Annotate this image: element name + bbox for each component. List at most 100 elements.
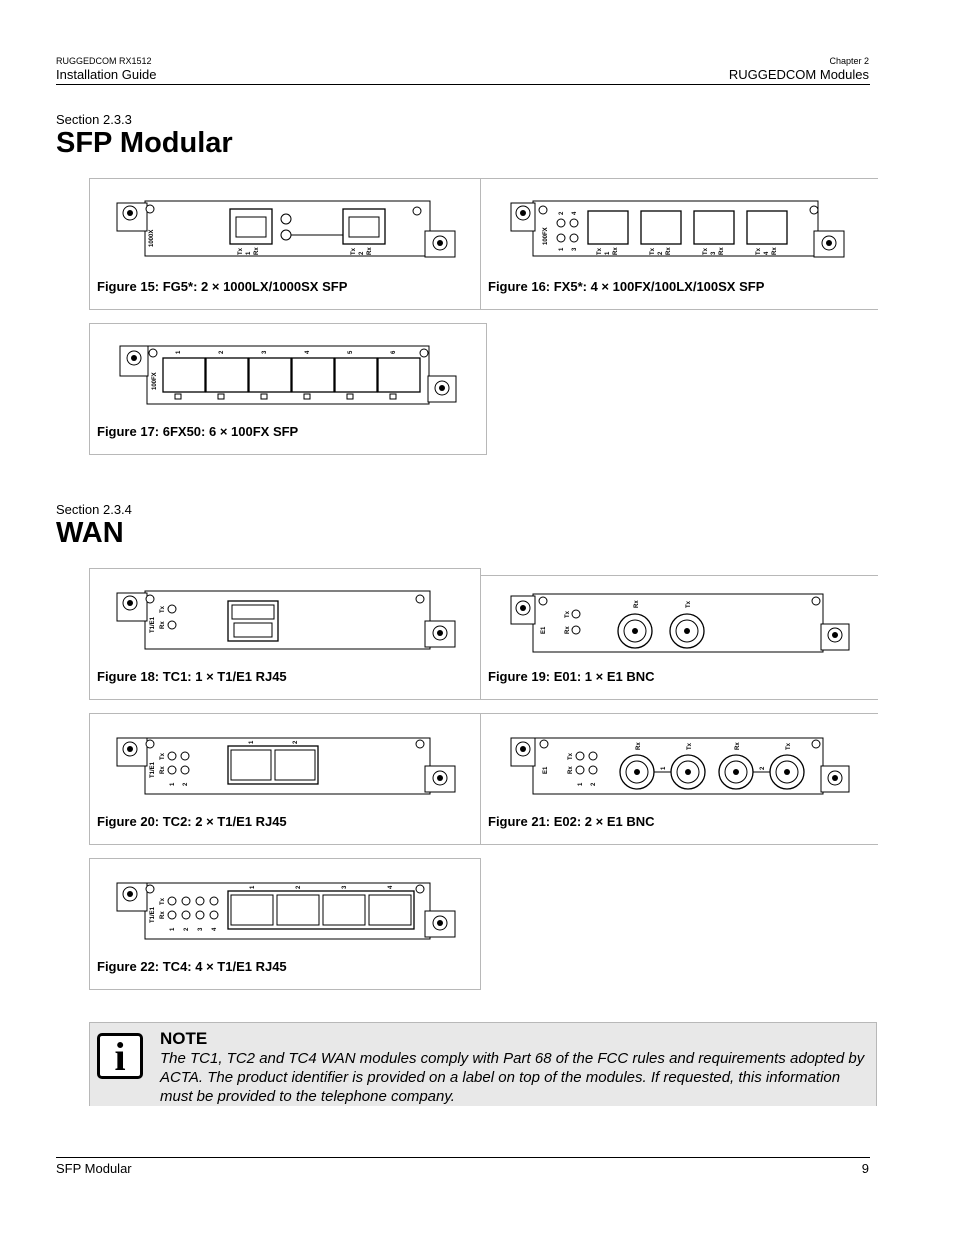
port-number-label: 1 — [249, 740, 255, 744]
tc1-module-drawing: T1/E1 Tx Rx — [116, 590, 456, 650]
bnc-pair-label: 2 — [760, 766, 766, 770]
connector-rx-label: Rx — [636, 742, 642, 750]
figure-19: E1 Tx Rx Rx Tx Figure 19: E01: 1 × E1 BN… — [480, 575, 878, 700]
port-tx-label: Tx — [238, 247, 244, 255]
module-label: E1 — [543, 766, 549, 774]
port-tx-label: Tx — [597, 247, 603, 255]
port-number-label: 2 — [296, 885, 302, 889]
port-number-label: 6 — [391, 350, 397, 354]
fg5-module-drawing: 1000X Tx 1 Rx Tx 2 Rx — [116, 200, 456, 258]
port-number-label: 3 — [262, 350, 268, 354]
connector-tx-label: Tx — [786, 742, 792, 750]
bnc-pair-label: 1 — [661, 766, 667, 770]
note-title: NOTE — [160, 1029, 208, 1048]
e02-module-drawing: E1 Tx Rx 1 2 Rx Tx Rx Tx 1 2 — [510, 737, 850, 795]
figure-caption: Figure 19: E01: 1 × E1 BNC — [488, 669, 655, 684]
port-number-label: 2 — [219, 350, 225, 354]
footer-rule — [56, 1157, 870, 1158]
figure-caption: Figure 17: 6FX50: 6 × 100FX SFP — [97, 424, 299, 439]
led-tx-label: Tx — [160, 752, 166, 760]
port-tx-label: Tx — [650, 247, 656, 255]
led-number-label: 4 — [212, 927, 218, 931]
port-number-label: 4 — [388, 885, 394, 889]
module-label: 1000X — [149, 230, 155, 247]
tc2-module-drawing: T1/E1 Tx Rx 1 2 1 2 — [116, 737, 456, 795]
led-number-label: 2 — [184, 927, 190, 931]
header-product: RUGGEDCOM RX1512 — [56, 56, 152, 66]
led-rx-label: Rx — [160, 621, 166, 629]
led-number-label: 3 — [198, 927, 204, 931]
module-label: T1/E1 — [150, 906, 156, 923]
header-guide: Installation Guide — [56, 67, 157, 82]
led-tx-label: Tx — [160, 897, 166, 905]
figure-21: E1 Tx Rx 1 2 Rx Tx Rx Tx 1 2 Figure 21: … — [480, 713, 878, 845]
e01-module-drawing: E1 Tx Rx Rx Tx — [510, 593, 850, 653]
led-number-label: 1 — [578, 782, 584, 786]
fx5-module-drawing: 100FX 2 4 1 3 Tx 1 Rx Tx 2 Rx Tx 3 Rx Tx… — [510, 200, 845, 258]
page-number: 9 — [861, 1161, 869, 1176]
module-label: T1/E1 — [150, 761, 156, 778]
port-tx-label: Tx — [351, 247, 357, 255]
led-number-label: 1 — [170, 927, 176, 931]
figure-17: 100FX 1 2 3 4 5 6 Figure 17: 6FX50: 6 × … — [89, 323, 487, 455]
port-rx-label: Rx — [613, 247, 619, 255]
figure-caption: Figure 20: TC2: 2 × T1/E1 RJ45 — [97, 814, 287, 829]
note-text: The TC1, TC2 and TC4 WAN modules comply … — [160, 1050, 865, 1105]
led-number-label: 2 — [183, 782, 189, 786]
header-chapter: Chapter 2 — [829, 56, 869, 66]
figure-caption: Figure 16: FX5*: 4 × 100FX/100LX/100SX S… — [488, 279, 765, 294]
port-number-label: 2 — [293, 740, 299, 744]
port-rx-label: Rx — [772, 247, 778, 255]
port-rx-label: Rx — [719, 247, 725, 255]
port-rx-label: Rx — [254, 247, 260, 255]
figure-caption: Figure 21: E02: 2 × E1 BNC — [488, 814, 655, 829]
port-rx-label: Rx — [666, 247, 672, 255]
port-number-label: 4 — [764, 251, 770, 255]
section-label: Section 2.3.4 — [56, 502, 132, 517]
led-number-label: 3 — [572, 247, 578, 251]
port-rx-label: Rx — [367, 247, 373, 255]
port-number-label: 4 — [305, 350, 311, 354]
led-tx-label: Tx — [565, 610, 571, 618]
connector-rx-label: Rx — [735, 742, 741, 750]
figure-16: 100FX 2 4 1 3 Tx 1 Rx Tx 2 Rx Tx 3 Rx Tx… — [480, 178, 878, 310]
connector-rx-label: Rx — [634, 600, 640, 608]
section-label: Section 2.3.3 — [56, 112, 132, 127]
info-icon: i — [97, 1033, 143, 1079]
figure-caption: Figure 15: FG5*: 2 × 1000LX/1000SX SFP — [97, 279, 348, 294]
led-rx-label: Rx — [160, 766, 166, 774]
6fx50-module-drawing: 100FX 1 2 3 4 5 6 — [119, 345, 457, 405]
port-number-label: 1 — [250, 885, 256, 889]
module-label: 100FX — [543, 227, 549, 245]
figure-caption: Figure 18: TC1: 1 × T1/E1 RJ45 — [97, 669, 287, 684]
led-number-label: 1 — [559, 247, 565, 251]
connector-tx-label: Tx — [687, 742, 693, 750]
led-tx-label: Tx — [160, 605, 166, 613]
led-rx-label: Rx — [568, 766, 574, 774]
connector-tx-label: Tx — [686, 600, 692, 608]
figure-18: T1/E1 Tx Rx Figure 18: TC1: 1 × T1/E1 RJ… — [89, 568, 481, 700]
figure-22: T1/E1 Tx Rx 1 2 3 4 1 2 3 4 Figure 22: T… — [89, 858, 481, 990]
port-number-label: 3 — [711, 251, 717, 255]
led-rx-label: Rx — [160, 911, 166, 919]
port-tx-label: Tx — [756, 247, 762, 255]
module-label: E1 — [541, 626, 547, 634]
header-rule — [56, 84, 870, 85]
port-number-label: 5 — [348, 350, 354, 354]
port-number-label: 3 — [342, 885, 348, 889]
header-chapter-title: RUGGEDCOM Modules — [728, 67, 869, 82]
note-box: i NOTE The TC1, TC2 and TC4 WAN modules … — [89, 1022, 877, 1106]
port-number-label: 2 — [658, 251, 664, 255]
led-number-label: 2 — [559, 211, 565, 215]
port-number-label: 1 — [605, 251, 611, 255]
port-number-label: 2 — [359, 251, 365, 255]
led-number-label: 2 — [591, 782, 597, 786]
tc4-module-drawing: T1/E1 Tx Rx 1 2 3 4 1 2 3 4 — [116, 882, 456, 940]
figure-20: T1/E1 Tx Rx 1 2 1 2 Figure 20: TC2: 2 × … — [89, 713, 481, 845]
figure-caption: Figure 22: TC4: 4 × T1/E1 RJ45 — [97, 959, 287, 974]
module-label: 100FX — [152, 372, 158, 390]
section-title: WAN — [56, 517, 124, 549]
port-tx-label: Tx — [703, 247, 709, 255]
led-number-label: 1 — [170, 782, 176, 786]
led-tx-label: Tx — [568, 752, 574, 760]
